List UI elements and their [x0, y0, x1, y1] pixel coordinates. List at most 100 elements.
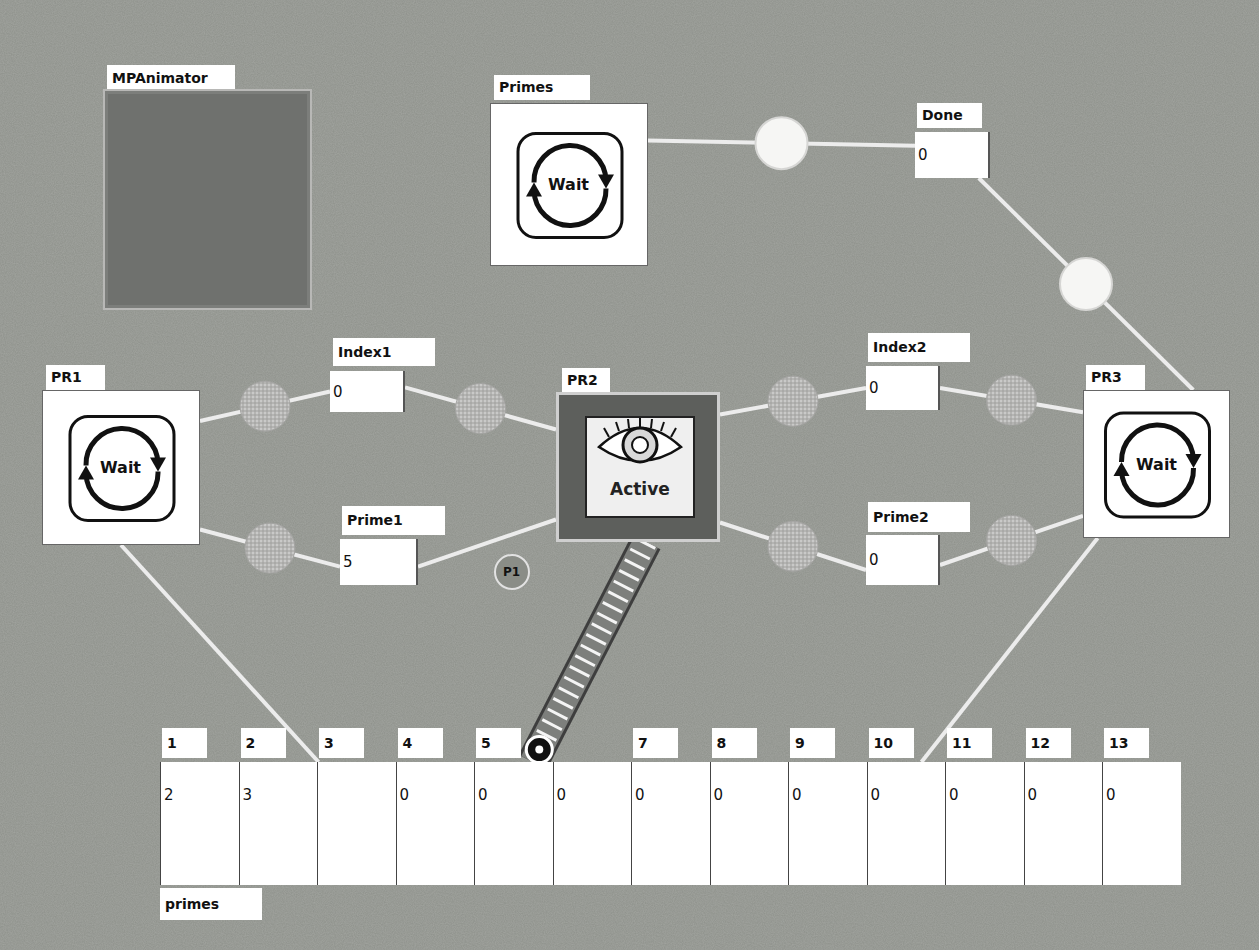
cycle-arrowhead — [78, 466, 94, 480]
cell-value: 2 — [164, 786, 174, 804]
array-cell: 11 0 — [945, 728, 1024, 885]
data-token — [456, 383, 506, 433]
cell-box: 0 — [710, 762, 789, 885]
icon-frame — [70, 417, 174, 521]
node-label: 9 — [795, 728, 805, 758]
value-box: 5 — [340, 539, 418, 585]
cell-value: 3 — [243, 786, 253, 804]
variable-box: Prime15 — [340, 506, 445, 585]
connector — [200, 381, 330, 431]
cell-value: 0 — [557, 786, 567, 804]
cycle-arrowhead — [150, 458, 166, 472]
process-box: PR3Wait — [1083, 365, 1230, 538]
variable-box: Index10 — [330, 338, 435, 412]
label-tab: PR2 — [562, 368, 610, 392]
node-label: Primes — [499, 75, 553, 100]
label-tab: 9 — [790, 728, 835, 758]
value-text: 5 — [343, 553, 353, 571]
process-token: P1 — [494, 554, 530, 590]
eye-iris — [623, 428, 657, 462]
status-text: Active — [610, 479, 670, 499]
label-tab: 8 — [712, 728, 757, 758]
pipe-end-core — [535, 746, 543, 754]
variable-box: Prime2 0 — [866, 502, 970, 585]
node-label: Done — [922, 103, 963, 128]
eye-pupil — [632, 437, 648, 453]
eye-lash — [671, 428, 676, 437]
value-text: 0 — [918, 146, 928, 164]
cycle-arrowhead — [1186, 454, 1202, 468]
data-token — [756, 117, 808, 169]
data-token — [987, 515, 1037, 565]
cycle-arrow — [534, 189, 606, 226]
value-box: 0 — [866, 366, 940, 410]
cycle-arrowhead — [598, 175, 614, 189]
node-label: 7 — [638, 728, 648, 758]
eye-box: Active — [556, 392, 720, 542]
connector — [200, 523, 340, 573]
node-label: 11 — [952, 728, 971, 758]
wait-box: Wait — [490, 103, 648, 266]
cell-value: 0 — [949, 786, 959, 804]
panel-box — [103, 89, 312, 310]
label-tab: Prime2 — [868, 502, 970, 532]
array-cell: 80 — [710, 728, 789, 885]
node-label: 8 — [717, 728, 727, 758]
array-cell: 40 — [396, 728, 475, 885]
array-cell: 100 — [867, 728, 946, 885]
label-tab: Index2 — [868, 333, 970, 362]
label-tab: 13 — [1104, 728, 1149, 758]
connector — [940, 375, 1083, 425]
cell-box: 0 — [1102, 762, 1181, 885]
value-text: 0 — [869, 379, 879, 397]
data-token — [768, 376, 818, 426]
wait-icon-group — [1106, 413, 1210, 517]
eye-lash — [616, 422, 619, 431]
value-text: 0 — [333, 383, 343, 401]
cell-box: 0 — [631, 762, 710, 885]
array-cell: 13 0 — [1102, 728, 1181, 885]
label-tab: 3 — [319, 728, 364, 758]
animator-panel: MPAnimator — [103, 65, 312, 310]
cell-box: 2 — [160, 762, 239, 885]
cell-value: 0 — [714, 786, 724, 804]
connector — [720, 376, 866, 426]
array-cell: 0 — [553, 762, 632, 885]
label-tab: 5 — [476, 728, 521, 758]
connector-line — [979, 178, 1194, 390]
node-label: Prime2 — [873, 502, 929, 532]
eye-lash — [604, 428, 609, 437]
icon-frame — [586, 417, 694, 517]
icon-frame — [1106, 413, 1210, 517]
status-text: Wait — [548, 175, 589, 194]
cell-value: 0 — [635, 786, 645, 804]
array-cell: 90 — [788, 728, 867, 885]
cell-box: 0 — [788, 762, 867, 885]
eye-icon — [559, 395, 717, 539]
variable-box: Done 0 — [915, 103, 990, 178]
array-box: primes1223340500708090100110120130 — [158, 726, 1182, 922]
data-token — [987, 375, 1037, 425]
pipe-end — [526, 737, 552, 763]
node-label: PR3 — [1091, 365, 1122, 390]
cell-value: 0 — [478, 786, 488, 804]
pipe-body — [533, 542, 646, 762]
node-label: PR2 — [567, 368, 598, 392]
eye-lash — [651, 419, 652, 428]
value-box: 0 — [915, 132, 990, 178]
process-box: PrimesWait — [490, 75, 648, 266]
process-box: PR1Wait — [42, 365, 200, 545]
node-label: 5 — [481, 728, 491, 758]
value-text: 0 — [869, 551, 879, 569]
node-label: Index2 — [873, 333, 926, 362]
cell-value: 0 — [1106, 786, 1116, 804]
cell-box: 0 — [945, 762, 1024, 885]
connector — [921, 538, 1097, 762]
cycle-arrowhead — [1114, 462, 1130, 476]
array-cell: 50 — [474, 728, 553, 885]
label-tab: Done — [917, 103, 982, 128]
node-label: 10 — [874, 728, 893, 758]
wait-icon-group — [518, 134, 622, 238]
node-label: MPAnimator — [112, 65, 208, 92]
